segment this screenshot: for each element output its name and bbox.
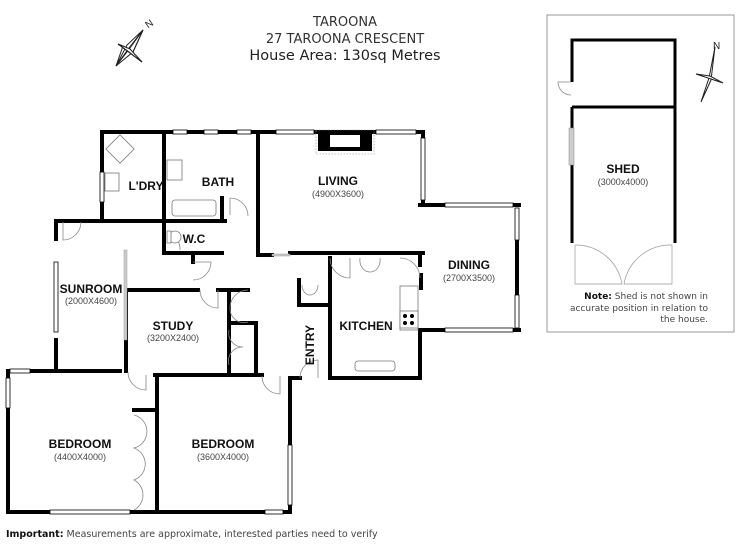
fixtures bbox=[104, 134, 419, 372]
shed-note-text: Shed is not shown in accurate position i… bbox=[569, 292, 708, 325]
cooktop-icon bbox=[399, 310, 419, 329]
fireplace bbox=[315, 129, 375, 155]
sliding-door bbox=[271, 253, 291, 257]
room-sunroom: SUNROOM bbox=[60, 282, 123, 296]
shed-note: Note: Shed is not shown in accurate posi… bbox=[560, 292, 708, 327]
room-dining-dims: (2700X3500) bbox=[443, 273, 495, 283]
room-entry: ENTRY bbox=[303, 325, 317, 365]
room-bedroom-1-dims: (4400X4000) bbox=[54, 452, 106, 462]
north-label: N bbox=[143, 18, 155, 31]
sliding-door bbox=[123, 249, 128, 341]
room-dining: DINING bbox=[448, 258, 490, 272]
shed-label: SHED bbox=[606, 162, 640, 176]
house-area: House Area: 130sq Metres bbox=[249, 48, 441, 64]
address-title: 27 TAROONA CRESCENT bbox=[265, 32, 425, 47]
room-laundry: L'DRY bbox=[128, 179, 163, 193]
laundry-sink-icon bbox=[104, 172, 120, 192]
room-kitchen: KITCHEN bbox=[339, 319, 392, 333]
disclaimer-label: Important: bbox=[6, 529, 64, 540]
shed-plan: SHED (3000x4000) N bbox=[546, 14, 735, 333]
shed-note-label: Note: bbox=[584, 292, 612, 302]
shed-dims: (3000x4000) bbox=[598, 177, 649, 187]
room-wc: W.C bbox=[183, 232, 206, 246]
windows bbox=[5, 129, 520, 515]
north-arrow-icon: N bbox=[115, 18, 156, 67]
kitchen-sink-icon bbox=[354, 360, 396, 372]
door-swings bbox=[62, 197, 421, 511]
room-study: STUDY bbox=[153, 319, 194, 333]
room-bath: BATH bbox=[202, 175, 234, 189]
bathtub-icon bbox=[171, 199, 217, 217]
room-sunroom-dims: (2000X4600) bbox=[65, 296, 117, 306]
suburb-title: TAROONA bbox=[313, 15, 377, 30]
room-study-dims: (3200X2400) bbox=[147, 333, 199, 343]
room-bedroom-2: BEDROOM bbox=[192, 437, 255, 451]
room-labels: L'DRY BATH W.C LIVING (4900X3600) DINING… bbox=[49, 174, 495, 462]
plan-header: TAROONA 27 TAROONA CRESCENT House Area: … bbox=[230, 14, 460, 65]
basin-icon bbox=[166, 159, 183, 181]
room-bedroom-2-dims: (3600X4000) bbox=[197, 452, 249, 462]
room-bedroom-1: BEDROOM bbox=[49, 437, 112, 451]
shed-north-arrow-icon: N bbox=[695, 41, 724, 103]
shed-north-label: N bbox=[713, 41, 720, 52]
disclaimer: Important: Measurements are approximate,… bbox=[6, 529, 378, 540]
room-living: LIVING bbox=[318, 174, 358, 188]
disclaimer-text: Measurements are approximate, interested… bbox=[66, 529, 378, 540]
washing-machine-icon bbox=[105, 134, 135, 164]
room-living-dims: (4900X3600) bbox=[312, 189, 364, 199]
cooktop-burners bbox=[403, 314, 414, 325]
